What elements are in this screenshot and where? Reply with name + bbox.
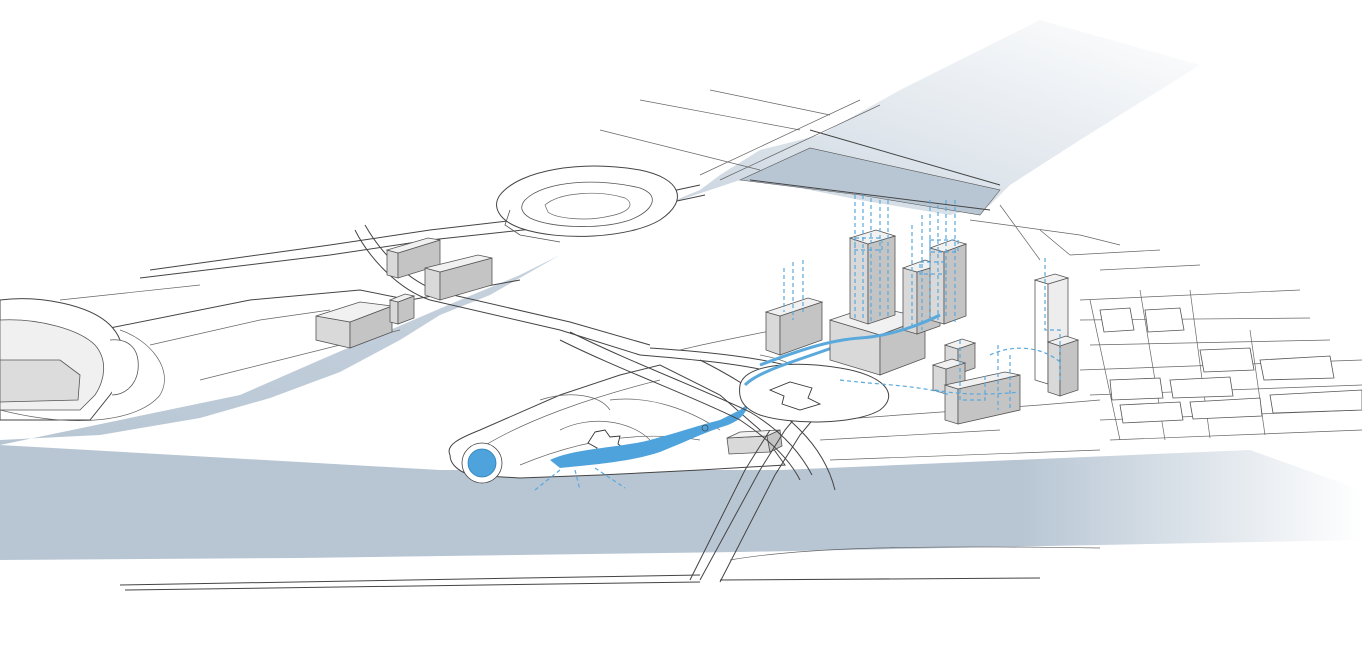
north-shore-buildings	[315, 237, 493, 349]
river	[0, 20, 1362, 560]
park-flow-ribbon	[550, 402, 750, 468]
highway-interchange	[119, 319, 1101, 591]
river-main	[0, 20, 1200, 445]
point-park	[448, 364, 786, 491]
baseball-stadium	[496, 165, 678, 243]
fountain-water	[467, 448, 497, 478]
oval-lawn	[739, 343, 890, 423]
river-upper-channel	[738, 147, 1001, 216]
downtown-grid	[969, 204, 1362, 441]
river-lower	[0, 445, 1362, 560]
pedestrian-flow-paths	[759, 195, 1061, 410]
park-edge	[448, 364, 786, 479]
football-stadium	[0, 298, 165, 421]
